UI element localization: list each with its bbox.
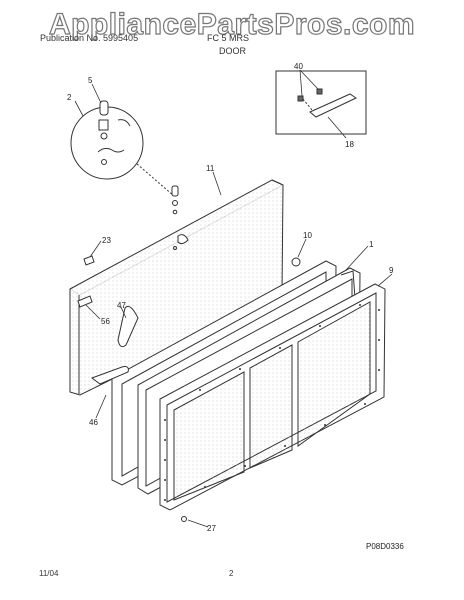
hinge-detail (70, 100, 175, 197)
outer-door-panel (159, 283, 386, 511)
label-1: 1 (369, 240, 374, 249)
diagram-code: P08D0336 (366, 542, 404, 551)
hinge-parts (171, 185, 189, 250)
door-screws (164, 304, 380, 501)
footer-date: 11/04 (39, 569, 59, 578)
label-9: 9 (389, 266, 394, 275)
small-parts (77, 255, 301, 522)
label-2: 2 (67, 93, 72, 102)
watermark: AppliancePartsPros.com (48, 7, 416, 41)
model-number: FC 5 MRS (207, 33, 250, 43)
label-10: 10 (303, 231, 312, 240)
publication-number: Publication No. 5995405 (40, 33, 139, 43)
label-40: 40 (294, 62, 303, 71)
part-labels: 1 2 5 9 10 11 18 23 27 40 46 47 56 (67, 62, 394, 533)
leader-lines (74, 69, 393, 528)
label-46: 46 (89, 418, 98, 427)
label-5: 5 (88, 76, 93, 85)
label-47: 47 (117, 301, 126, 310)
label-18: 18 (345, 140, 354, 149)
lock-detail (275, 70, 367, 135)
label-11: 11 (206, 164, 215, 173)
page-number: 2 (229, 569, 234, 578)
label-56: 56 (101, 317, 110, 326)
label-23: 23 (102, 236, 111, 245)
label-27: 27 (207, 524, 216, 533)
section-title: DOOR (219, 46, 246, 56)
